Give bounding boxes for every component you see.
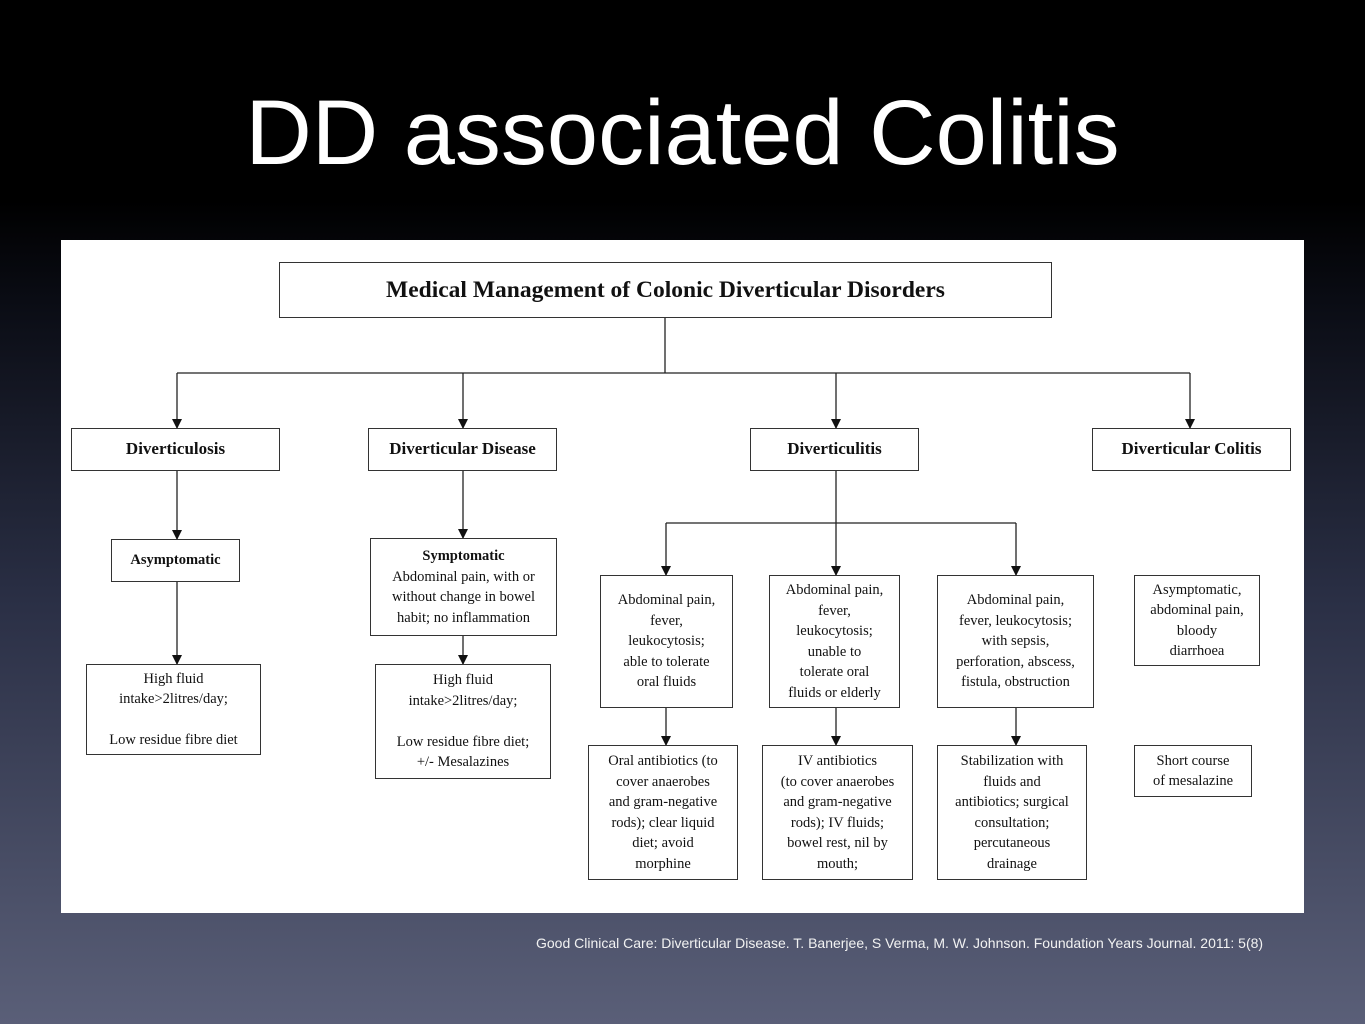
treatment-diverticulosis: High fluid intake>2litres/day; Low resid…	[86, 664, 261, 755]
category-diverticular-colitis: Diverticular Colitis	[1092, 428, 1291, 471]
presentation-diverticulosis: Asymptomatic	[111, 539, 240, 582]
presentation-diverticulosis-text: Asymptomatic	[130, 552, 221, 569]
treatment-diverticulitis-severe-text: Stabilization with fluids and antibiotic…	[955, 753, 1069, 872]
presentation-diverticulitis-severe-text: Abdominal pain, fever, leukocytosis; wit…	[956, 592, 1075, 691]
presentation-diverticulitis-mild: Abdominal pain, fever, leukocytosis; abl…	[600, 575, 733, 708]
treatment-diverticular-colitis: Short course of mesalazine	[1134, 745, 1252, 797]
presentation-diverticular-colitis-text: Asymptomatic, abdominal pain, bloody dia…	[1150, 581, 1244, 660]
category-diverticulitis: Diverticulitis	[750, 428, 919, 471]
treatment-diverticulosis-text: High fluid intake>2litres/day; Low resid…	[109, 670, 238, 749]
treatment-diverticular-disease-text: High fluid intake>2litres/day; Low resid…	[396, 672, 530, 771]
presentation-diverticulitis-severe: Abdominal pain, fever, leukocytosis; wit…	[937, 575, 1094, 708]
treatment-diverticulitis-severe: Stabilization with fluids and antibiotic…	[937, 745, 1087, 880]
category-diverticulosis-label: Diverticulosis	[125, 439, 226, 459]
flowchart-figure: Medical Management of Colonic Diverticul…	[61, 240, 1304, 913]
category-diverticular-disease-label: Diverticular Disease	[389, 439, 536, 459]
presentation-diverticular-disease-text: Abdominal pain, with or without change i…	[392, 568, 535, 626]
treatment-diverticulitis-mild: Oral antibiotics (to cover anaerobes and…	[588, 745, 738, 880]
presentation-diverticulitis-moderate: Abdominal pain, fever, leukocytosis; una…	[769, 575, 900, 708]
presentation-diverticular-colitis: Asymptomatic, abdominal pain, bloody dia…	[1134, 575, 1260, 666]
category-diverticulitis-label: Diverticulitis	[787, 439, 882, 459]
citation: Good Clinical Care: Diverticular Disease…	[536, 935, 1264, 951]
treatment-diverticulitis-moderate-text: IV antibiotics (to cover anaerobes and g…	[780, 753, 895, 872]
presentation-diverticular-disease: Symptomatic Abdominal pain, with or with…	[370, 538, 557, 636]
treatment-diverticular-disease: High fluid intake>2litres/day; Low resid…	[375, 664, 551, 779]
slide-title: DD associated Colitis	[245, 82, 1120, 184]
category-diverticular-disease: Diverticular Disease	[368, 428, 557, 471]
presentation-diverticulitis-moderate-text: Abdominal pain, fever, leukocytosis; una…	[785, 582, 884, 701]
treatment-diverticulitis-mild-text: Oral antibiotics (to cover anaerobes and…	[608, 753, 718, 872]
flowchart-connectors	[172, 318, 1195, 746]
presentation-diverticular-disease-heading: Symptomatic	[422, 548, 505, 564]
category-diverticulosis: Diverticulosis	[71, 428, 280, 471]
presentation-diverticulitis-mild-text: Abdominal pain, fever, leukocytosis; abl…	[617, 592, 716, 691]
treatment-diverticulitis-moderate: IV antibiotics (to cover anaerobes and g…	[762, 745, 913, 880]
treatment-diverticular-colitis-text: Short course of mesalazine	[1152, 752, 1234, 790]
category-diverticular-colitis-label: Diverticular Colitis	[1121, 439, 1262, 459]
diagram-title: Medical Management of Colonic Diverticul…	[386, 276, 945, 303]
diagram-title-box: Medical Management of Colonic Diverticul…	[279, 262, 1052, 318]
